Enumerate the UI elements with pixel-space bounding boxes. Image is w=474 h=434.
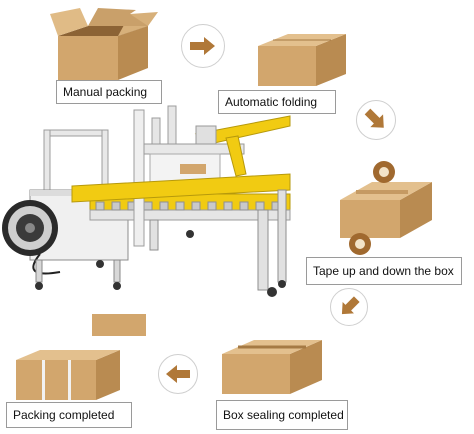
step-label-packing-completed: Packing completed	[6, 402, 132, 428]
open-box-image	[48, 6, 160, 82]
cardboard-piece-image	[92, 314, 146, 336]
step-label-tape-up-down: Tape up and down the box	[306, 257, 462, 285]
sealed-box-image	[216, 330, 328, 396]
step-label-box-sealing-completed: Box sealing completed	[216, 400, 348, 430]
step-label-automatic-folding: Automatic folding	[218, 90, 336, 114]
taping-box-image	[336, 160, 436, 256]
step-label-manual-packing: Manual packing	[56, 80, 162, 104]
flow-arrow-left-icon	[158, 354, 198, 394]
flow-arrow-down-right-icon	[356, 100, 396, 140]
flow-arrow-down-left-icon	[330, 288, 368, 326]
flow-arrow-right-icon	[181, 24, 225, 68]
strapped-box-image	[12, 348, 124, 402]
carton-sealing-machine-image	[0, 104, 345, 310]
folded-box-image	[254, 26, 350, 88]
